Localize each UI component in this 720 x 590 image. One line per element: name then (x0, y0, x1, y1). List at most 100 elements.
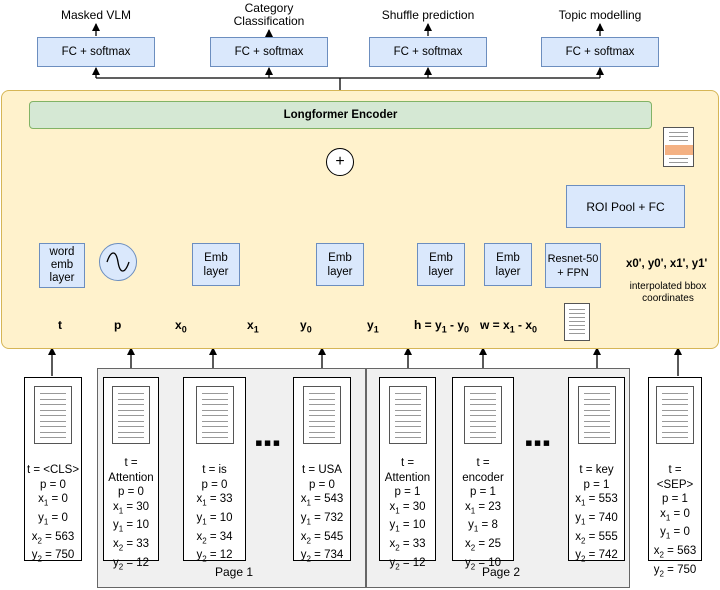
page-2-label: Page 2 (482, 565, 521, 579)
input-x0-label: x0 (175, 318, 187, 334)
token-text-cont: encoder (462, 471, 504, 484)
token-text: t = <SEP> (656, 464, 694, 491)
input-t-label: t (58, 318, 62, 332)
fc-softmax-box-masked-vlm: FC + softmax (37, 37, 155, 67)
emb-h-line2: layer (428, 265, 454, 278)
emb-h-line1: Emb (429, 251, 453, 264)
token-x2: x2 = 563 (653, 545, 697, 560)
token-text: t = (476, 457, 490, 469)
resnet-input-document-thumbnail (564, 303, 590, 341)
emb-w-line2: layer (495, 265, 521, 278)
token-value: 25 (488, 538, 502, 551)
resnet-line2: + FPN (557, 266, 589, 279)
token-page: p = 1 (394, 486, 421, 498)
token-value: 0 (61, 511, 68, 524)
token-value: 33 (412, 538, 426, 551)
y0-base: y (300, 318, 307, 332)
y1-base: y (367, 318, 374, 332)
token-value: 750 (55, 549, 75, 562)
y0-sub: 0 (306, 324, 312, 335)
x0-base: x (175, 318, 182, 332)
resnet-line1: Resnet-50 (547, 252, 599, 265)
emb-y-line2: layer (327, 265, 353, 278)
longformer-encoder-bar: Longformer Encoder (29, 101, 652, 129)
token-x1: x1 = 553 (575, 493, 618, 508)
token-y1: y1 = 732 (300, 511, 344, 527)
token-value: 10 (136, 519, 150, 532)
token-value: 742 (598, 549, 618, 562)
token-value: 10 (488, 556, 502, 569)
token-x1: x1 = 33 (196, 493, 233, 508)
token-value: 12 (219, 549, 233, 562)
token-x2: x2 = 545 (300, 530, 344, 545)
token-y1: y1 = 10 (112, 519, 150, 534)
token-y1: y1 = 740 (575, 511, 618, 527)
token-y1: y1 = 0 (660, 526, 690, 541)
token-document-thumbnail (578, 386, 616, 444)
emb-y-line1: Emb (328, 251, 352, 264)
token-value: 740 (598, 511, 618, 524)
token-x2: x2 = 555 (575, 530, 618, 545)
token-page: p = 1 (662, 493, 688, 505)
token-y2: y2 = 750 (31, 549, 75, 564)
token-value: 553 (598, 493, 618, 505)
input-w-formula: w = x1 - x0 (480, 318, 537, 334)
token-x1: x1 = 30 (112, 500, 150, 515)
w-a-sub: 1 (509, 324, 515, 335)
word-emb-line1: word (49, 246, 75, 258)
emb-x-line1: Emb (204, 251, 228, 264)
x1-sub: 1 (253, 324, 259, 335)
interp-line1: interpolated bbox (629, 281, 707, 292)
token-value: 23 (488, 500, 502, 513)
token-text: t = USA (302, 464, 342, 476)
token-value: 0 (683, 526, 690, 539)
task-masked-vlm-label: Masked VLM (60, 8, 132, 22)
sum-node: + (326, 148, 354, 176)
emb-x-line2: layer (203, 265, 229, 278)
fc-softmax-box-topic: FC + softmax (541, 37, 659, 67)
page-1-ellipsis: ▪▪▪ (255, 430, 282, 455)
roi-pool-fc-box: ROI Pool + FC (566, 185, 685, 228)
input-x1-label: x1 (247, 318, 259, 334)
w-b: - x (514, 318, 533, 332)
token-value: 30 (136, 500, 150, 513)
token-value: 555 (598, 530, 618, 543)
token-value: 12 (136, 556, 150, 569)
fc-softmax-box-category: FC + softmax (210, 37, 328, 67)
word-emb-layer-box: word emb layer (39, 243, 85, 288)
token-text: t = (400, 457, 415, 469)
token-document-thumbnail (34, 386, 72, 444)
token-value: 563 (677, 545, 697, 558)
token-x1: x1 = 0 (38, 493, 68, 508)
token-page: p = 0 (118, 486, 144, 498)
roi-highlight-region (665, 145, 693, 155)
token-value: 10 (219, 511, 233, 524)
token-value: 0 (683, 507, 690, 520)
h-b: - y (446, 318, 465, 332)
token-y2: y2 = 12 (112, 556, 150, 572)
token-y2: y2 = 10 (464, 556, 502, 572)
task-category-classification-label: Category Classification (219, 2, 319, 28)
token-value: 10 (412, 519, 426, 532)
token-y1: y1 = 0 (38, 511, 68, 527)
fc-softmax-box-shuffle: FC + softmax (369, 37, 487, 67)
token-value: 8 (491, 519, 498, 532)
token-y1: y1 = 8 (468, 519, 498, 534)
x1-base: x (247, 318, 254, 332)
token-x2: x2 = 34 (196, 530, 233, 545)
token-text: t = is (202, 464, 227, 476)
